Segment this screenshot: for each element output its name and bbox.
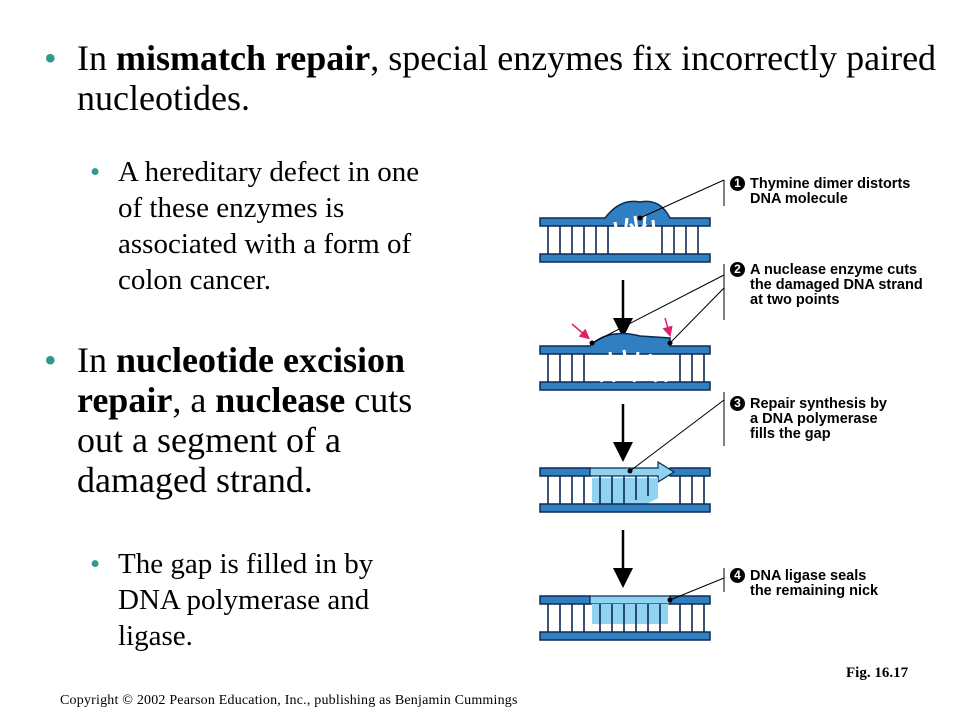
step-number-2: 2 [730, 262, 745, 277]
copyright-notice: Copyright © 2002 Pearson Education, Inc.… [60, 693, 518, 708]
dna-molecule-step-4 [539, 595, 711, 641]
step-1-label: Thymine dimer distorts DNA molecule [750, 176, 911, 207]
sub-bullet-marker: • [90, 548, 101, 580]
figure-label: Fig. 16.17 [846, 665, 909, 681]
step-4-label: DNA ligase seals the remaining nick [750, 568, 879, 599]
bullet-mismatch-repair: In mismatch repair, special enzymes fix … [77, 38, 937, 118]
step-number-4: 4 [730, 568, 745, 583]
dna-repair-diagram: 1 Thymine dimer distorts DNA molecule 2 … [520, 160, 940, 660]
sub-bullet-hereditary-defect: A hereditary defect in one of these enzy… [118, 156, 420, 296]
bullet-marker: • [44, 38, 57, 78]
step-number-1: 1 [730, 176, 745, 191]
sub-bullet-marker: • [90, 156, 101, 188]
step-2-label: A nuclease enzyme cuts the damaged DNA s… [750, 262, 923, 308]
step-3-label: Repair synthesis by a DNA polymerase fil… [750, 396, 887, 442]
dna-molecule-step-1 [539, 200, 711, 263]
bullet-marker: • [44, 340, 57, 380]
dna-molecule-step-2 [539, 317, 711, 391]
step-number-3: 3 [730, 396, 745, 411]
dna-molecule-step-3 [539, 460, 711, 513]
dna-repair-illustration [539, 179, 725, 641]
bullet-nucleotide-excision-repair: In nucleotide excision repair, a nucleas… [77, 340, 413, 500]
sub-bullet-gap-filled: The gap is filled in by DNA polymerase a… [118, 548, 374, 652]
